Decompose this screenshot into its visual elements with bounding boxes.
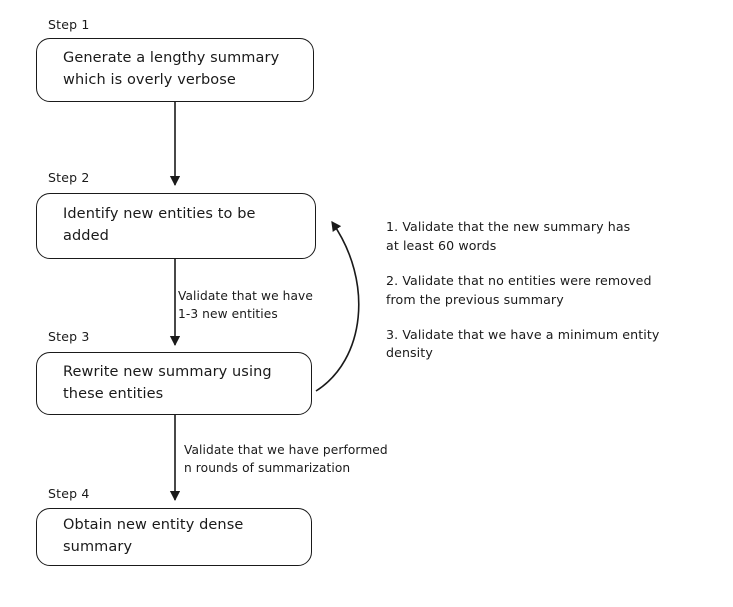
step-1-label: Step 1 [48, 17, 90, 32]
step-4-text: Obtain new entity dense summary [63, 517, 244, 555]
step-3-node[interactable]: Rewrite new summary using these entities [36, 352, 312, 415]
validation-note-1: 1. Validate that the new summary has at … [386, 219, 631, 253]
step-2-label: Step 2 [48, 170, 90, 185]
validation-notes-list: 1. Validate that the new summary has at … [386, 218, 706, 363]
connector-step3-step2-feedback [315, 220, 360, 392]
step-2-node[interactable]: Identify new entities to be added [36, 193, 316, 259]
edge-label-step3-step4: Validate that we have performed n rounds… [184, 443, 388, 475]
step-2-text: Identify new entities to be added [63, 206, 256, 244]
validation-note-3: 3. Validate that we have a minimum entit… [386, 326, 660, 361]
step-3-label: Step 3 [48, 329, 90, 344]
step-4-label: Step 4 [48, 486, 90, 501]
step-1-node[interactable]: Generate a lengthy summary which is over… [36, 38, 314, 102]
edge-label-step2-step3: Validate that we have 1-3 new entities [178, 289, 313, 321]
step-1-text: Generate a lengthy summary which is over… [63, 50, 280, 88]
validation-note-2: 2. Validate that no entities were remove… [386, 272, 652, 307]
step-4-node[interactable]: Obtain new entity dense summary [36, 508, 312, 566]
step-3-text: Rewrite new summary using these entities [63, 363, 272, 402]
